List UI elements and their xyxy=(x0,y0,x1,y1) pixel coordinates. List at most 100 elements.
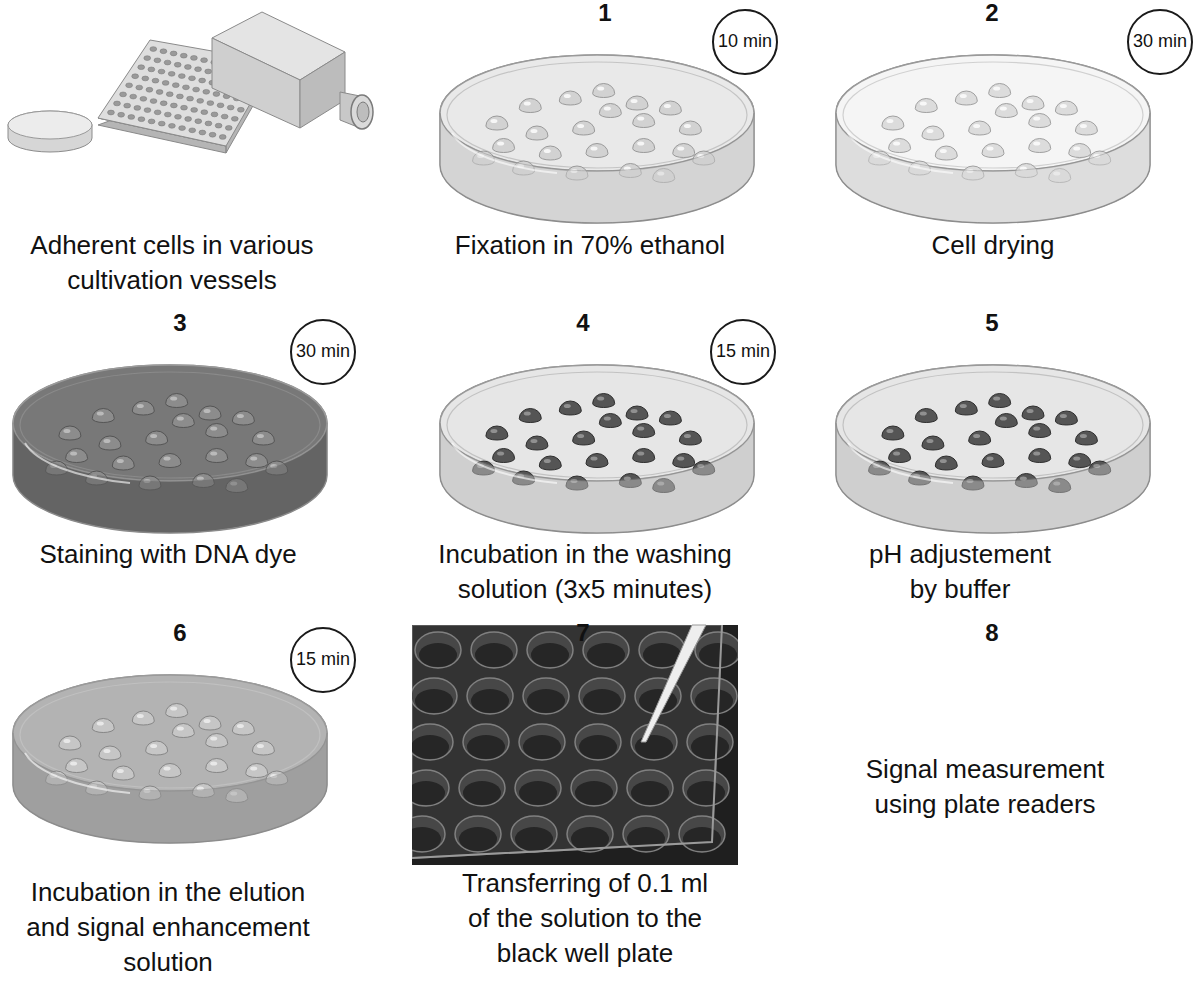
plate-well-depth xyxy=(587,643,625,667)
plate-well xyxy=(467,678,513,714)
plate-well-depth xyxy=(635,735,673,759)
well xyxy=(130,94,137,99)
cell-highlight xyxy=(973,434,980,438)
petri-dish xyxy=(836,365,1150,533)
plate-well-depth xyxy=(463,781,501,805)
well xyxy=(207,101,214,106)
cell xyxy=(922,126,944,140)
well xyxy=(144,56,151,61)
cell-highlight xyxy=(150,434,157,438)
cell xyxy=(519,99,541,113)
cell-highlight xyxy=(63,739,70,743)
duration-text: 10 min xyxy=(718,32,772,52)
well xyxy=(120,92,127,97)
dish-opening xyxy=(440,365,754,481)
dish-front-wall xyxy=(13,733,327,843)
step-number: 1 xyxy=(585,0,625,26)
cell-highlight xyxy=(664,414,671,418)
cell-highlight xyxy=(677,457,684,461)
cell xyxy=(166,704,188,718)
plate-well-depth xyxy=(583,689,621,713)
cell xyxy=(593,84,615,98)
cell-highlight xyxy=(117,769,124,773)
cell-highlight xyxy=(497,452,504,456)
cell xyxy=(989,84,1011,98)
well xyxy=(138,65,145,70)
plate-well-depth xyxy=(691,735,729,759)
dish-opening xyxy=(836,365,1150,481)
cell xyxy=(493,448,515,462)
well xyxy=(136,85,143,90)
plate-well xyxy=(567,816,613,852)
cell-highlight xyxy=(204,719,211,723)
cell xyxy=(232,411,254,425)
plate-well xyxy=(695,632,738,668)
cell-highlight xyxy=(250,767,257,771)
cell xyxy=(1075,121,1097,135)
cell-highlight xyxy=(177,727,184,731)
cell xyxy=(586,454,608,468)
well xyxy=(237,107,244,112)
cell xyxy=(172,414,194,428)
well xyxy=(126,83,133,88)
step-number: 5 xyxy=(972,310,1012,336)
plate-well-depth xyxy=(575,781,613,805)
dish-body xyxy=(440,365,754,533)
plate-well xyxy=(679,816,725,852)
cell xyxy=(526,436,548,450)
cell xyxy=(199,406,221,420)
cell-highlight xyxy=(1073,147,1080,151)
cell-highlight xyxy=(926,129,933,133)
dish-rim xyxy=(447,62,747,168)
step-number: 3 xyxy=(160,310,200,336)
cell-highlight xyxy=(960,94,967,98)
well xyxy=(154,110,161,115)
cell-highlight xyxy=(530,129,537,133)
well xyxy=(160,101,167,106)
cell xyxy=(1069,454,1091,468)
petri-dish xyxy=(13,365,327,533)
step-caption: pH adjustement by buffer xyxy=(858,537,1063,607)
cell xyxy=(166,394,188,408)
cell xyxy=(633,449,655,463)
cell-highlight xyxy=(886,429,893,433)
cell xyxy=(493,138,515,152)
cell xyxy=(659,101,681,115)
cell xyxy=(679,431,701,445)
dish-shine xyxy=(452,133,557,173)
well xyxy=(114,101,121,106)
step-caption: Signal measurement using plate readers xyxy=(855,752,1115,822)
well xyxy=(124,103,131,108)
cell-highlight xyxy=(170,707,177,711)
cell-highlight xyxy=(210,762,217,766)
cell-highlight xyxy=(664,104,671,108)
cell-highlight xyxy=(604,107,611,111)
well xyxy=(189,128,196,133)
plate-well xyxy=(687,724,733,760)
cell-highlight xyxy=(893,142,900,146)
well xyxy=(146,87,153,92)
dish-body xyxy=(13,365,327,533)
plate-well xyxy=(412,770,449,806)
cell xyxy=(573,121,595,135)
cell-highlight xyxy=(677,147,684,151)
plate-well-depth xyxy=(627,827,665,851)
dish-shine xyxy=(25,443,130,483)
cell xyxy=(969,431,991,445)
cell xyxy=(159,454,181,468)
cell-highlight xyxy=(210,737,217,741)
cell-highlight xyxy=(210,452,217,456)
plate-well-depth xyxy=(631,781,669,805)
black-well-plate xyxy=(412,625,738,865)
cell xyxy=(526,126,548,140)
cell-highlight xyxy=(237,724,244,728)
cell xyxy=(626,96,648,110)
well xyxy=(132,74,139,79)
dish-front-wall xyxy=(836,113,1150,223)
cell-highlight xyxy=(490,429,497,433)
cell-highlight xyxy=(591,457,598,461)
cell xyxy=(633,424,655,438)
well xyxy=(181,105,188,110)
timer-circle: 30 min xyxy=(290,319,356,385)
